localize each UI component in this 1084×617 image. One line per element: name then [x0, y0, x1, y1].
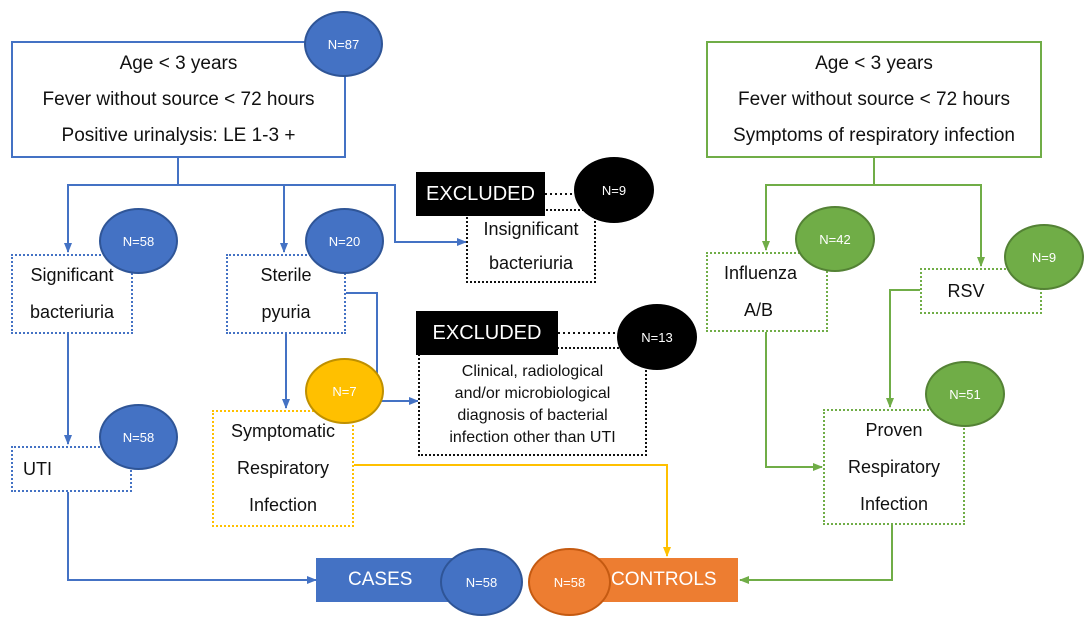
- arrow-rsv-to-proven: [886, 289, 920, 408]
- excluded-label-2: EXCLUDED: [416, 311, 558, 355]
- badge-label: N=13: [641, 329, 673, 345]
- criteria-line: Age < 3 years: [119, 52, 238, 74]
- box-line: Clinical, radiological: [461, 362, 604, 380]
- significant-count-badge: N=58: [99, 208, 178, 274]
- criteria-line: Age < 3 years: [815, 52, 933, 74]
- proven-respiratory-infection-box: Proven Respiratory Infection: [823, 409, 965, 525]
- badge-label: N=7: [332, 383, 357, 399]
- left-criteria-count-badge: N=87: [304, 11, 383, 77]
- box-line: pyuria: [261, 302, 311, 322]
- influenza-count-badge: N=42: [795, 206, 875, 272]
- arrow-symptomatic-to-controls: [354, 464, 671, 557]
- badge-label: N=9: [601, 182, 627, 198]
- controls-count-badge: N=58: [528, 548, 611, 616]
- controls-banner: CONTROLS: [585, 558, 738, 602]
- badge-label: N=87: [327, 36, 360, 52]
- rsv-count-badge: N=9: [1004, 224, 1084, 290]
- banner-label: CASES: [348, 569, 413, 590]
- box-line: A/B: [744, 300, 774, 320]
- badge-label: N=9: [1031, 249, 1057, 265]
- excluded1-count-badge: N=9: [574, 157, 654, 223]
- symptomatic-respiratory-infection-box: Symptomatic Respiratory Infection: [212, 410, 354, 527]
- criteria-line: Fever without source < 72 hours: [42, 88, 315, 110]
- badge-label: N=20: [328, 233, 361, 249]
- proven-count-badge: N=51: [925, 361, 1005, 427]
- box-line: infection other than UTI: [449, 428, 616, 446]
- box-line: Sterile: [260, 265, 312, 285]
- cases-count-badge: N=58: [440, 548, 523, 616]
- sterile-count-badge: N=20: [305, 208, 384, 274]
- criteria-line: Positive urinalysis: LE 1-3 +: [61, 124, 296, 146]
- uti-count-badge: N=58: [99, 404, 178, 470]
- box-line: diagnosis of bacterial: [457, 406, 608, 424]
- arrow-sterile-to-excluded2: [346, 292, 419, 405]
- badge-label: N=58: [465, 574, 498, 590]
- box-line: Respiratory: [236, 458, 330, 478]
- box-line: Influenza: [724, 263, 798, 283]
- box-line: bacteriuria: [29, 302, 115, 322]
- arrow-uti-to-cases: [67, 492, 317, 584]
- badge-label: N=58: [553, 574, 586, 590]
- box-line: Insignificant: [483, 219, 579, 239]
- arrow-to-rsv: [874, 184, 985, 267]
- significant-bacteriuria-box: Significant bacteriuria: [11, 254, 133, 334]
- arrow-to-sterile: [178, 184, 288, 253]
- box-line: Infection: [248, 495, 318, 515]
- arrow-proven-to-controls: [739, 525, 893, 584]
- box-line: and/or microbiological: [454, 384, 611, 402]
- box-line: Symptomatic: [230, 421, 336, 441]
- arrow-to-excluded1: [284, 184, 467, 246]
- box-line: Proven: [865, 419, 923, 440]
- influenza-box: Influenza A/B: [706, 252, 828, 332]
- right-criteria-box: Age < 3 years Fever without source < 72 …: [706, 41, 1042, 158]
- excluded2-count-badge: N=13: [617, 304, 697, 370]
- badge-label: N=58: [122, 429, 155, 445]
- criteria-line: Fever without source < 72 hours: [738, 88, 1010, 110]
- banner-label: CONTROLS: [611, 569, 717, 590]
- box-line: Significant: [30, 265, 114, 285]
- arrow-right-criteria-split: [762, 158, 875, 251]
- arrow-criteria-split: [64, 158, 179, 253]
- criteria-line: Symptoms of respiratory infection: [733, 124, 1015, 146]
- box-line: RSV: [947, 280, 985, 301]
- box-line: Respiratory: [847, 456, 941, 477]
- badge-label: N=51: [949, 386, 981, 402]
- insignificant-bacteriuria-box: Insignificant bacteriuria: [466, 209, 596, 283]
- excluded-label-1: EXCLUDED: [416, 172, 545, 216]
- badge-label: N=58: [122, 233, 155, 249]
- arrow-influenza-to-proven: [765, 332, 823, 471]
- box-line: bacteriuria: [488, 253, 574, 273]
- badge-label: N=42: [819, 231, 851, 247]
- box-line: Infection: [859, 493, 929, 514]
- other-bacterial-infection-box: Clinical, radiological and/or microbiolo…: [418, 347, 647, 456]
- box-line: UTI: [23, 458, 52, 479]
- symptomatic-count-badge: N=7: [305, 358, 384, 424]
- left-criteria-box: Age < 3 years Fever without source < 72 …: [11, 41, 346, 158]
